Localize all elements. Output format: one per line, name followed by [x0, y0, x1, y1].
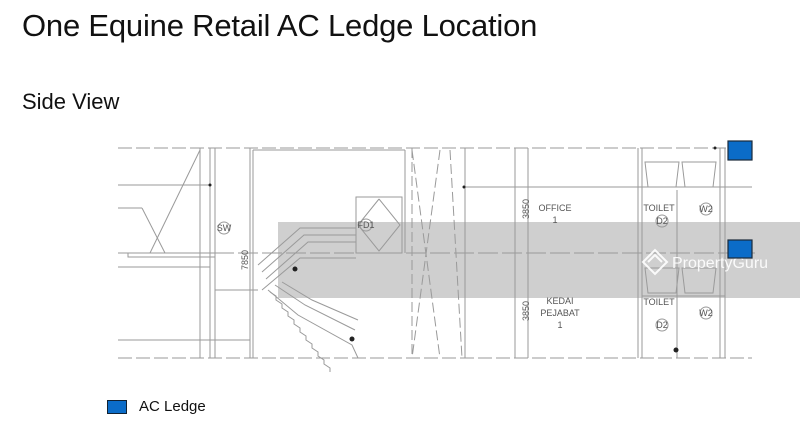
door-tag-upper: D2: [656, 216, 668, 226]
slide-subtitle: Side View: [22, 89, 120, 114]
stair-door-tag: FD1: [357, 220, 374, 230]
point-marker: [349, 336, 355, 342]
watermark-band: [278, 222, 800, 298]
dim-lower: 3850: [521, 301, 531, 321]
legend: AC Ledge: [107, 398, 206, 415]
lower-room-number: 1: [557, 320, 562, 330]
toilet-lower-label: TOILET: [643, 297, 675, 307]
toilet-upper-label: TOILET: [643, 203, 675, 213]
ac-ledge-lower: [727, 239, 753, 259]
propertyguru-logo-icon: [641, 248, 669, 276]
dim-upper: 3850: [521, 199, 531, 219]
upper-room-number: 1: [552, 215, 557, 225]
door-tag-lower: D2: [656, 320, 668, 330]
window-tag-lower: W2: [699, 308, 713, 318]
left-tag: SW: [217, 223, 232, 233]
legend-swatch-ac-ledge: [107, 399, 127, 414]
window-tag-upper: W2: [699, 204, 713, 214]
lower-room-name-1: KEDAI: [546, 296, 573, 306]
legend-label: AC Ledge: [139, 398, 206, 415]
slide-title: One Equine Retail AC Ledge Location: [22, 8, 538, 43]
drawing-lines: [118, 147, 755, 372]
point-marker: [673, 347, 679, 353]
point-marker: [292, 266, 298, 272]
dim-total: 7850: [240, 250, 250, 270]
upper-room-name: OFFICE: [539, 203, 572, 213]
ac-ledge-upper: [727, 140, 753, 161]
lower-room-name-2: PEJABAT: [540, 308, 580, 318]
watermark-text: PropertyGuru: [672, 255, 768, 272]
